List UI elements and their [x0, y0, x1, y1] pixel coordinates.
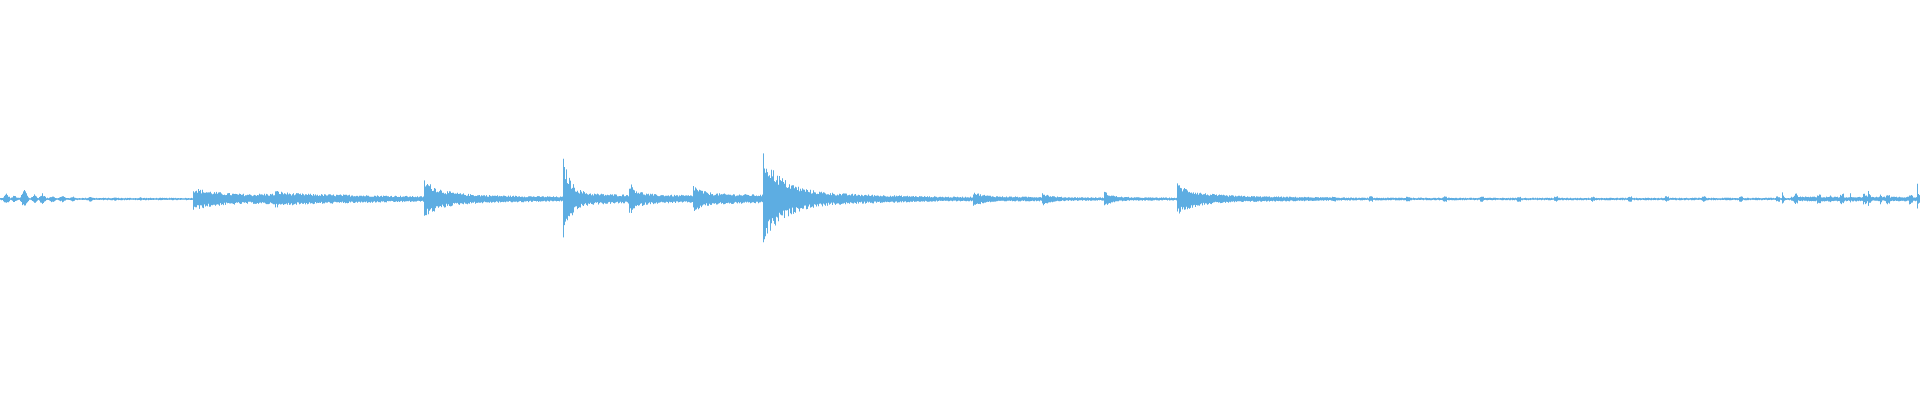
- waveform-path: [0, 153, 1920, 243]
